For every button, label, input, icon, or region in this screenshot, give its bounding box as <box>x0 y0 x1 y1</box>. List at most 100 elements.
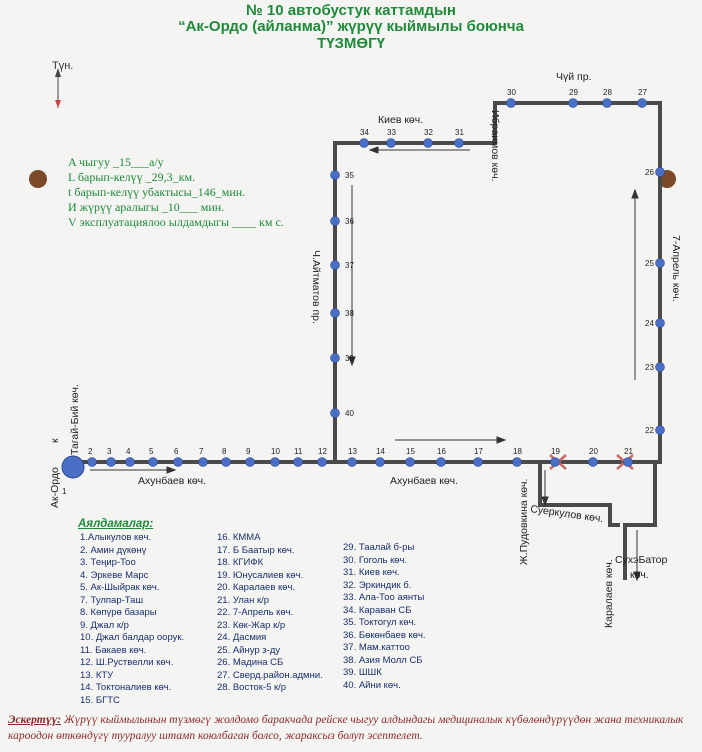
legend-item: 10. Джал балдар оорук. <box>80 632 185 643</box>
stop-number: 22 <box>645 426 654 435</box>
stop-number: 32 <box>424 128 433 137</box>
legend-item: 36. Бөкөнбаев көч. <box>343 629 426 641</box>
param-length: L барып-келүү _29,3_км. <box>68 170 196 184</box>
stop-number: 17 <box>474 447 483 456</box>
direction-arrow-icon <box>90 146 641 582</box>
stop-number: 4 <box>126 447 131 456</box>
bus-stop <box>655 258 665 268</box>
note-label: Эскертүү: <box>8 714 62 726</box>
street-label: 7-Апрель көч. <box>670 235 682 302</box>
legend-item: 12. Ш.Руствелли көч. <box>80 657 174 668</box>
legend-item: 33. Ала-Тоо аянты <box>343 592 425 603</box>
bus-stop <box>423 138 433 148</box>
bus-stop <box>317 457 327 467</box>
brown-marker-icon <box>29 170 47 188</box>
street-label: Ак-Ордо <box>49 467 61 508</box>
bus-stop <box>330 170 340 180</box>
street-label: Киев көч. <box>378 114 423 126</box>
legend-item: 38. Азия Молл СБ <box>343 654 423 666</box>
stop-number: 7 <box>199 447 204 456</box>
legend-item: 16. КММА <box>217 532 261 543</box>
bus-stop <box>106 457 116 467</box>
bus-stop <box>602 98 612 108</box>
legend-item: 4. Эркеве Марс <box>80 569 149 581</box>
legend-item: 23. Көк-Жар к/р <box>217 619 286 631</box>
stop-number: 24 <box>645 319 654 328</box>
param-vehicles: A чыгуу _15___а/у <box>68 155 164 169</box>
legend-item: 39. ШШК <box>343 667 382 678</box>
legend-item: 35. Токтогул көч. <box>343 617 417 628</box>
legend-item: 40. Айни көч. <box>343 679 401 691</box>
bus-stop <box>330 408 340 418</box>
bus-stop <box>405 457 415 467</box>
stop-number: 26 <box>645 168 654 177</box>
street-label: көч. <box>630 569 649 581</box>
stop-number: 3 <box>107 447 112 456</box>
stop-number: 9 <box>246 447 251 456</box>
bus-stop <box>221 457 231 467</box>
param-time: t барып-келүү убактысы_146_мин. <box>68 185 246 199</box>
legend-item: 37. Мам.каттоо <box>343 642 410 653</box>
legend-item: 13. КТУ <box>80 669 114 681</box>
legend-item: 26. Мадина СБ <box>217 657 284 668</box>
bus-stop <box>623 457 633 467</box>
legend-title: Аялдамалар: <box>78 518 154 530</box>
stop-number: 27 <box>638 88 647 97</box>
note-text: Жүрүү кыймылынын түзмөгү жолдомо баракча… <box>8 714 684 742</box>
bus-stop <box>655 167 665 177</box>
bus-stop <box>473 457 483 467</box>
bus-stop <box>506 98 516 108</box>
stop-number: 16 <box>437 447 446 456</box>
street-label: Ахунбаев көч. <box>138 475 206 487</box>
legend-item: 17. Б Баатыр көч. <box>217 544 295 556</box>
stop-number: 21 <box>624 447 633 456</box>
stop-number: 39 <box>345 354 354 363</box>
stop-number: 34 <box>360 128 369 137</box>
stop-number: 37 <box>345 261 354 270</box>
bus-stop <box>359 138 369 148</box>
stop-number: 28 <box>603 88 612 97</box>
street-label: Ч.Айтматов пр. <box>310 250 322 324</box>
bus-stop <box>347 457 357 467</box>
legend-item: 21. Улан к/р <box>217 594 270 606</box>
stop-number: 8 <box>222 447 227 456</box>
legend-item: 9. Джал к/р <box>80 619 129 631</box>
bus-stop <box>588 457 598 467</box>
legend-item: 14. Токтоналиев көч. <box>80 682 172 693</box>
param-speed: V эксплуатациялоо ылдамдыгы ____ км с. <box>68 215 284 229</box>
legend-item: 27. Сверд.район.адмни. <box>217 669 323 681</box>
legend-item: 30. Гоголь көч. <box>343 554 408 566</box>
bus-stop <box>198 457 208 467</box>
param-interval: И жүрүү аралыгы _10___ мин. <box>68 200 225 214</box>
north-arrow-icon <box>55 68 61 108</box>
bus-stop <box>330 308 340 318</box>
street-label: Каралаев көч. <box>603 559 615 628</box>
legend-item: 20. Каралаев көч. <box>217 582 296 593</box>
stop-number: 35 <box>345 171 354 180</box>
stop-number: 23 <box>645 363 654 372</box>
bus-stop <box>293 457 303 467</box>
stop-number: 19 <box>551 447 560 456</box>
stop-number: 31 <box>455 128 464 137</box>
map-title-line1: № 10 автобустук каттамдын <box>246 2 456 19</box>
bus-stop <box>568 98 578 108</box>
bus-stop <box>330 216 340 226</box>
stop-number: 36 <box>345 217 354 226</box>
legend-item: 1.Алыкулов көч. <box>80 532 152 543</box>
stop-number: 30 <box>507 88 516 97</box>
bus-stop <box>270 457 280 467</box>
bus-stop <box>148 457 158 467</box>
street-label: к <box>49 438 61 443</box>
stop-number: 14 <box>376 447 385 456</box>
bus-stop <box>375 457 385 467</box>
legend-item: 2. Амин дүкөнү <box>80 544 147 556</box>
bus-stop <box>637 98 647 108</box>
legend-item: 11. Бакаев көч. <box>80 644 147 656</box>
stop-number: 40 <box>345 409 354 418</box>
legend-item: 31. Киев көч. <box>343 567 400 578</box>
stop-number: 25 <box>645 259 654 268</box>
bus-stop <box>386 138 396 148</box>
legend-item: 7. Тулпар-Таш <box>80 594 144 606</box>
bus-stop <box>454 138 464 148</box>
